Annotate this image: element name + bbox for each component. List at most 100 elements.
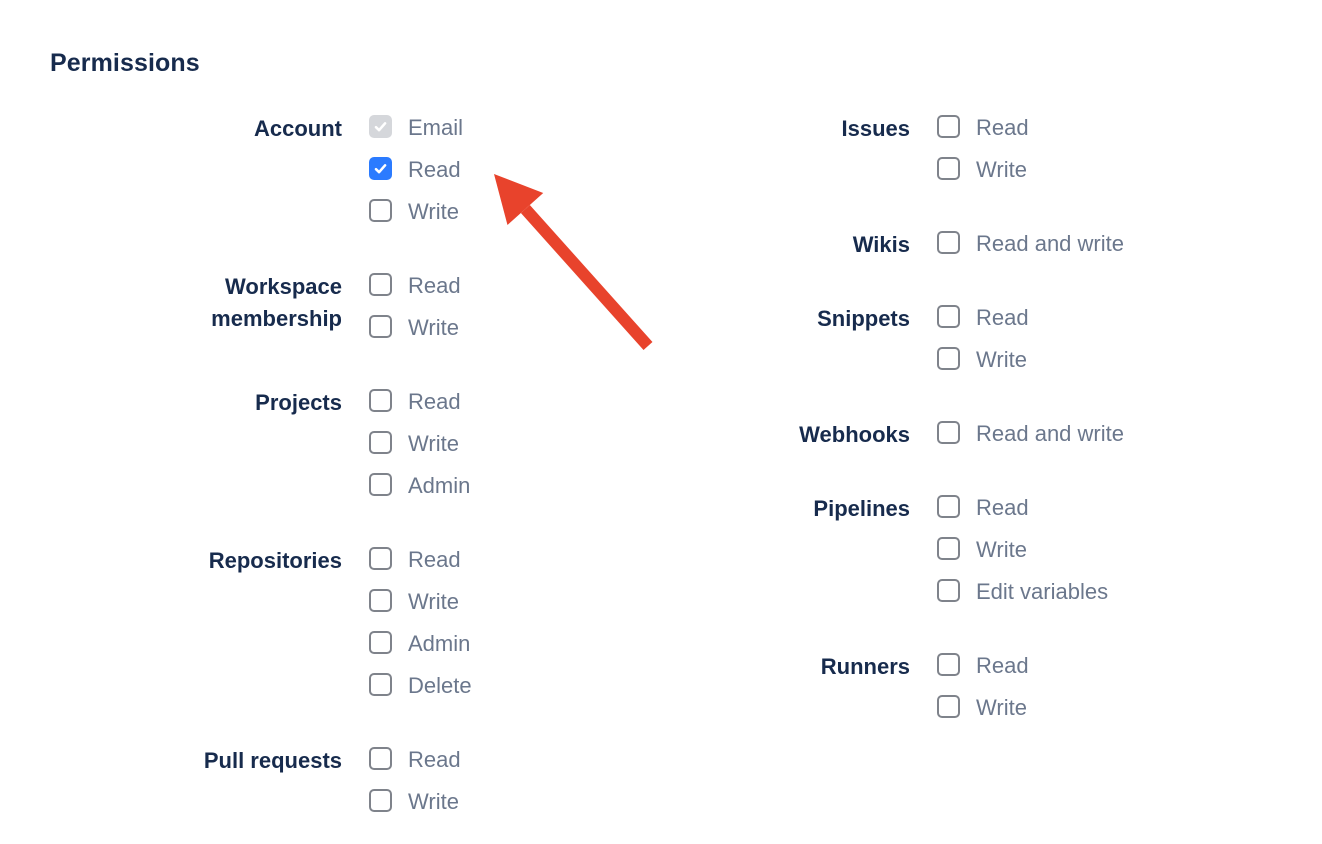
checkbox-label-account-write[interactable]: Write bbox=[408, 199, 459, 224]
group-options-wikis: Read and write bbox=[937, 229, 1124, 271]
checkbox-workspace-membership-read[interactable] bbox=[369, 273, 392, 296]
checkbox-pipelines-write[interactable] bbox=[937, 537, 960, 560]
checkbox-webhooks-read-and-write[interactable] bbox=[937, 421, 960, 444]
checkbox-pipelines-read[interactable] bbox=[937, 495, 960, 518]
checkbox-repositories-delete[interactable] bbox=[369, 673, 392, 696]
checkbox-runners-read[interactable] bbox=[937, 653, 960, 676]
permissions-heading: Permissions bbox=[50, 49, 200, 77]
checkbox-row-pipelines-edit-variables[interactable]: Edit variables bbox=[937, 577, 1108, 619]
checkbox-label-pull-requests-read[interactable]: Read bbox=[408, 747, 461, 772]
checkbox-label-pipelines-edit-variables[interactable]: Edit variables bbox=[976, 579, 1109, 604]
checkbox-row-workspace-membership-read[interactable]: Read bbox=[369, 271, 461, 313]
checkbox-label-workspace-membership-read[interactable]: Read bbox=[408, 273, 461, 298]
checkbox-row-repositories-admin[interactable]: Admin bbox=[369, 629, 472, 671]
checkbox-label-workspace-membership-write[interactable]: Write bbox=[408, 315, 459, 340]
checkbox-label-pipelines-write[interactable]: Write bbox=[976, 537, 1027, 562]
checkbox-label-snippets-read[interactable]: Read bbox=[976, 305, 1029, 330]
checkbox-row-pipelines-write[interactable]: Write bbox=[937, 535, 1108, 577]
checkbox-row-projects-admin[interactable]: Admin bbox=[369, 471, 470, 513]
checkbox-label-issues-read[interactable]: Read bbox=[976, 115, 1029, 140]
checkbox-label-issues-write[interactable]: Write bbox=[976, 157, 1027, 182]
checkbox-row-projects-read[interactable]: Read bbox=[369, 387, 470, 429]
checkbox-label-webhooks-read-and-write[interactable]: Read and write bbox=[976, 421, 1124, 446]
checkbox-snippets-write[interactable] bbox=[937, 347, 960, 370]
checkbox-account-read[interactable] bbox=[369, 157, 392, 180]
checkbox-row-issues-read[interactable]: Read bbox=[937, 113, 1029, 155]
checkbox-account-write[interactable] bbox=[369, 199, 392, 222]
checkbox-projects-admin[interactable] bbox=[369, 473, 392, 496]
checkbox-row-repositories-delete[interactable]: Delete bbox=[369, 671, 472, 713]
checkbox-row-wikis-read-and-write[interactable]: Read and write bbox=[937, 229, 1124, 271]
checkbox-label-runners-read[interactable]: Read bbox=[976, 653, 1029, 678]
checkbox-row-projects-write[interactable]: Write bbox=[369, 429, 470, 471]
checkbox-row-repositories-write[interactable]: Write bbox=[369, 587, 472, 629]
checkbox-repositories-admin[interactable] bbox=[369, 631, 392, 654]
checkbox-row-runners-write[interactable]: Write bbox=[937, 693, 1029, 735]
checkbox-label-runners-write[interactable]: Write bbox=[976, 695, 1027, 720]
checkbox-runners-write[interactable] bbox=[937, 695, 960, 718]
checkbox-row-snippets-read[interactable]: Read bbox=[937, 303, 1029, 345]
checkbox-label-repositories-read[interactable]: Read bbox=[408, 547, 461, 572]
checkbox-label-repositories-admin[interactable]: Admin bbox=[408, 631, 471, 656]
checkbox-label-repositories-delete[interactable]: Delete bbox=[408, 673, 472, 698]
checkbox-issues-read[interactable] bbox=[937, 115, 960, 138]
checkbox-issues-write[interactable] bbox=[937, 157, 960, 180]
checkbox-repositories-write[interactable] bbox=[369, 589, 392, 612]
checkbox-pull-requests-write[interactable] bbox=[369, 789, 392, 812]
checkbox-projects-read[interactable] bbox=[369, 389, 392, 412]
checkbox-pull-requests-read[interactable] bbox=[369, 747, 392, 770]
group-label-webhooks: Webhooks bbox=[799, 422, 910, 447]
checkbox-pipelines-edit-variables[interactable] bbox=[937, 579, 960, 602]
checkbox-label-pipelines-read[interactable]: Read bbox=[976, 495, 1029, 520]
checkbox-row-pull-requests-read[interactable]: Read bbox=[369, 745, 461, 787]
group-label-runners: Runners bbox=[820, 654, 910, 679]
checkbox-label-projects-admin[interactable]: Admin bbox=[408, 473, 471, 498]
checkbox-row-pull-requests-write[interactable]: Write bbox=[369, 787, 461, 829]
checkbox-row-account-read[interactable]: Read bbox=[369, 155, 463, 197]
checkbox-row-pipelines-read[interactable]: Read bbox=[937, 493, 1108, 535]
checkbox-label-projects-read[interactable]: Read bbox=[408, 389, 461, 414]
checkbox-row-account-write[interactable]: Write bbox=[369, 197, 463, 239]
group-label-pull-requests: Pull requests bbox=[203, 748, 342, 773]
checkbox-label-account-read[interactable]: Read bbox=[408, 157, 461, 182]
checkbox-projects-write[interactable] bbox=[369, 431, 392, 454]
checkbox-snippets-read[interactable] bbox=[937, 305, 960, 328]
checkbox-label-repositories-write[interactable]: Write bbox=[408, 589, 459, 614]
checkbox-row-repositories-read[interactable]: Read bbox=[369, 545, 472, 587]
checkbox-label-pull-requests-write[interactable]: Write bbox=[408, 789, 459, 814]
checkbox-row-runners-read[interactable]: Read bbox=[937, 651, 1029, 693]
checkbox-row-issues-write[interactable]: Write bbox=[937, 155, 1029, 197]
permission-group-wikis: Wikis Read and write bbox=[646, 229, 1322, 271]
checkbox-row-snippets-write[interactable]: Write bbox=[937, 345, 1029, 387]
checkbox-row-workspace-membership-write[interactable]: Write bbox=[369, 313, 461, 355]
checkbox-row-account-email: Email bbox=[369, 113, 463, 155]
checkbox-wikis-read-and-write[interactable] bbox=[937, 231, 960, 254]
group-label-repositories: Repositories bbox=[208, 548, 342, 573]
checkbox-repositories-read[interactable] bbox=[369, 547, 392, 570]
checkbox-label-snippets-write[interactable]: Write bbox=[976, 347, 1027, 372]
checkbox-workspace-membership-write[interactable] bbox=[369, 315, 392, 338]
group-label-wikis: Wikis bbox=[852, 232, 910, 257]
checkbox-label-wikis-read-and-write[interactable]: Read and write bbox=[976, 231, 1124, 256]
checkbox-label-account-email: Email bbox=[408, 115, 464, 140]
checkbox-label-projects-write[interactable]: Write bbox=[408, 431, 459, 456]
group-label-workspace-membership: Workspace membership bbox=[211, 274, 342, 331]
group-label-pipelines: Pipelines bbox=[813, 496, 910, 521]
checkbox-row-webhooks-read-and-write[interactable]: Read and write bbox=[937, 419, 1124, 461]
